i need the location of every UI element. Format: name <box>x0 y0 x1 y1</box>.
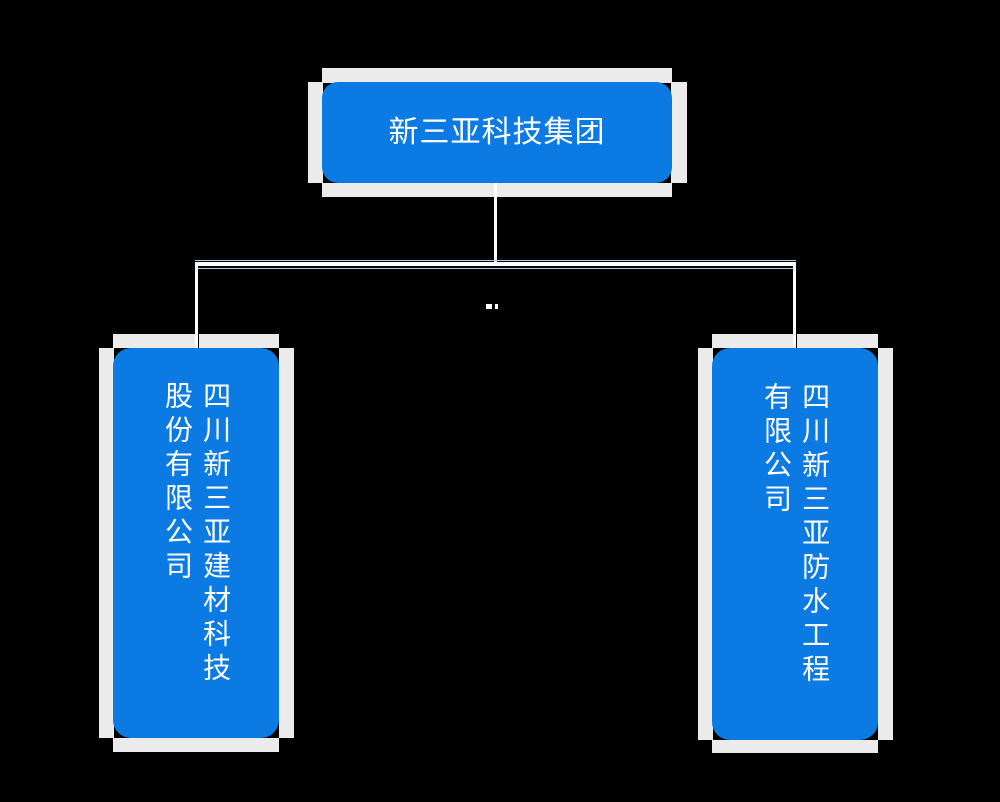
halo-right-bottom <box>712 740 878 753</box>
connector-horizontal-bus <box>195 262 796 266</box>
artifact-mark-left <box>486 304 492 309</box>
halo-left-right <box>279 348 294 738</box>
node-root[interactable]: 新三亚科技集团 <box>322 82 672 183</box>
artifact-mark-right <box>495 304 498 309</box>
halo-root-bottom-right <box>497 183 672 197</box>
halo-right-top-b <box>797 334 878 348</box>
halo-root-top <box>322 68 672 83</box>
connector-bus-highlight-bottom <box>197 268 794 269</box>
halo-right-top-a <box>712 334 794 348</box>
connector-drop-left <box>195 262 198 350</box>
node-child-right[interactable]: 四川新三亚防水工程有限公司 <box>712 348 878 740</box>
halo-root-left <box>308 82 323 183</box>
halo-left-top-a <box>113 334 196 348</box>
halo-root-bottom-left <box>322 183 494 197</box>
halo-left-left <box>99 348 114 738</box>
node-child-left-label: 四川新三亚建材科技股份有限公司 <box>161 381 233 687</box>
halo-left-bottom <box>113 738 279 752</box>
connector-root-stem <box>494 183 497 265</box>
node-root-label: 新三亚科技集团 <box>388 114 606 150</box>
node-child-left[interactable]: 四川新三亚建材科技股份有限公司 <box>113 348 279 738</box>
halo-left-top-b <box>199 334 279 348</box>
halo-right-left <box>698 348 713 740</box>
connector-drop-right <box>793 262 796 350</box>
halo-right-right <box>878 348 893 740</box>
node-child-right-label: 四川新三亚防水工程有限公司 <box>760 382 832 688</box>
halo-root-right <box>671 82 687 183</box>
connector-bus-highlight-top <box>195 260 796 261</box>
